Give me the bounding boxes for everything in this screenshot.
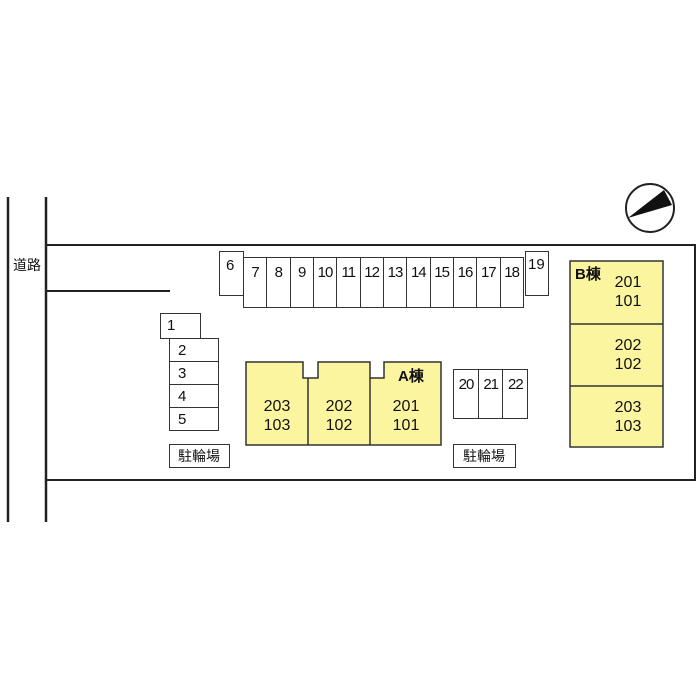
bicycle-parking-label: 駐輪場 <box>169 444 230 468</box>
space-number: 21 <box>483 376 499 393</box>
space-number: 18 <box>504 264 520 281</box>
building-a-name: A棟 <box>398 368 424 385</box>
parking-space-20: 20 <box>453 369 479 419</box>
space-number: 12 <box>364 264 380 281</box>
space-number: 13 <box>387 264 404 281</box>
parking-space-22: 22 <box>502 369 529 419</box>
space-number: 19 <box>528 256 545 273</box>
space-number: 2 <box>178 342 187 359</box>
parking-space-4: 4 <box>169 384 219 408</box>
space-number: 15 <box>434 264 450 281</box>
building-b-name: B棟 <box>575 266 601 283</box>
parking-space-18: 18 <box>499 257 525 308</box>
unit-number: 103 <box>263 417 291 434</box>
parking-space-5: 5 <box>169 407 219 431</box>
unit-number: 103 <box>614 418 642 435</box>
unit-number: 101 <box>392 417 420 434</box>
parking-space-8: 8 <box>266 257 291 308</box>
unit-number: 203 <box>614 399 642 416</box>
space-number: 6 <box>226 257 235 274</box>
parking-space-9: 9 <box>289 257 315 308</box>
space-number: 5 <box>178 411 187 428</box>
space-number: 16 <box>457 264 474 281</box>
parking-space-11: 11 <box>336 257 361 308</box>
space-number: 14 <box>410 264 427 281</box>
unit-number: 101 <box>614 293 642 310</box>
parking-space-3: 3 <box>169 361 219 385</box>
unit-number: 102 <box>614 356 642 373</box>
parking-space-6: 6 <box>219 251 244 296</box>
parking-space-12: 12 <box>359 257 385 308</box>
unit-number: 201 <box>392 398 420 415</box>
compass-icon <box>625 183 675 233</box>
unit-number: 201 <box>614 274 642 291</box>
parking-space-7: 7 <box>243 257 268 308</box>
space-number: 3 <box>178 365 187 382</box>
unit-number: 202 <box>325 398 353 415</box>
space-number: 10 <box>317 264 334 281</box>
parking-space-14: 14 <box>406 257 431 308</box>
site-boundary <box>46 244 696 481</box>
unit-number: 102 <box>325 417 353 434</box>
parking-space-13: 13 <box>382 257 408 308</box>
unit-number: 203 <box>263 398 291 415</box>
space-number: 20 <box>458 376 475 393</box>
space-number: 9 <box>297 264 306 281</box>
label-text: 駐輪場 <box>463 448 505 464</box>
space-number: 17 <box>480 264 497 281</box>
bicycle-parking-label: 駐輪場 <box>453 444 516 468</box>
building-b <box>569 260 664 448</box>
space-number: 4 <box>178 388 187 405</box>
space-number: 1 <box>167 317 176 334</box>
label-text: 駐輪場 <box>178 448 220 464</box>
parking-space-15: 15 <box>429 257 455 308</box>
parking-space-17: 17 <box>476 257 501 308</box>
parking-space-16: 16 <box>452 257 478 308</box>
space-number: 11 <box>341 264 357 281</box>
parking-space-10: 10 <box>312 257 338 308</box>
parking-space-19: 19 <box>525 251 549 296</box>
space-number: 7 <box>251 264 259 281</box>
space-number: 22 <box>508 376 524 393</box>
road-label: 道路 <box>13 257 41 273</box>
parking-space-2: 2 <box>169 338 219 362</box>
space-number: 8 <box>274 264 283 281</box>
parking-space-21: 21 <box>477 369 504 419</box>
unit-number: 202 <box>614 337 642 354</box>
parking-space-1: 1 <box>160 313 201 339</box>
